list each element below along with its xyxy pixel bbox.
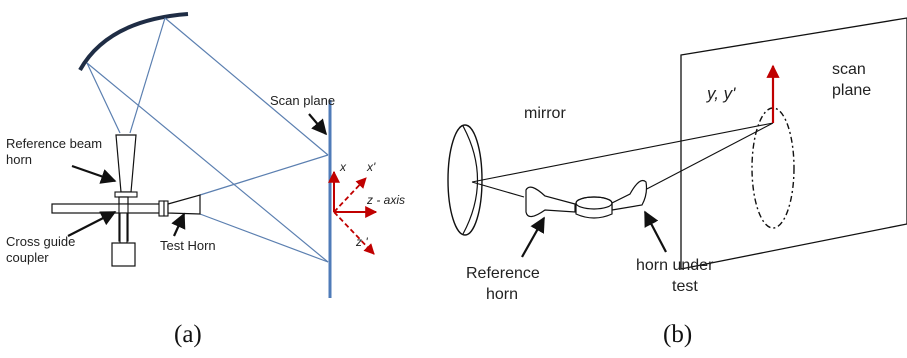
cross-guide-label-2: coupler: [6, 250, 49, 265]
coupler-body: [575, 203, 613, 219]
caption-b: (b): [663, 321, 692, 348]
scan-plane-label-b-2: plane: [832, 82, 871, 99]
coordinate-axes-a: [328, 170, 378, 255]
scan-plane-b: [680, 17, 907, 270]
horn-under-test-label-1: horn under: [636, 257, 714, 274]
lower-waveguide-stem: [119, 212, 128, 244]
test-horn-flange: [158, 200, 165, 217]
horn-under-test-pointer: [644, 210, 667, 253]
waveguide-load: [111, 242, 136, 267]
axis-x-label: x: [339, 160, 347, 174]
reference-beam-horn: [115, 134, 137, 193]
axis-y-label: y, y': [706, 84, 736, 103]
test-horn: [167, 194, 201, 215]
scan-plane-label-b-1: scan: [832, 61, 866, 78]
ray-lines: [86, 17, 329, 263]
mirror-label: mirror: [524, 105, 566, 122]
scan-plane-pointer: [308, 113, 327, 136]
cross-guide-label-1: Cross guide: [6, 234, 75, 249]
caption-a: (a): [174, 321, 202, 348]
horn-under-test: [611, 179, 648, 211]
cross-guide-pointer: [67, 211, 117, 237]
scan-plane-label: Scan plane: [270, 93, 335, 108]
reference-horn-label-1: Reference: [466, 265, 540, 282]
reference-horn-pointer: [71, 164, 117, 184]
axis-x-prime-arrow: [333, 177, 367, 213]
axis-z-prime-arrow: [333, 211, 375, 255]
reference-horn-pointer-b: [521, 216, 545, 258]
axis-x-prime-label: x': [366, 160, 376, 174]
horn-under-test-label-2: test: [672, 278, 698, 295]
test-horn-pointer: [171, 212, 186, 237]
reference-horn-label-2: horn: [486, 286, 518, 303]
reference-horn-flange: [114, 191, 138, 198]
panel-b: mirror scan plane y, y' Reference horn h…: [447, 17, 907, 348]
panel-a: Scan plane Reference beam horn Cross gui…: [6, 12, 405, 348]
reference-beam-horn-label-1: Reference beam: [6, 136, 102, 151]
reference-horn: [525, 186, 576, 218]
reflector-dish: [78, 12, 189, 71]
mirror-rim: [462, 125, 478, 235]
test-horn-label: Test Horn: [160, 238, 216, 253]
axis-z-prime-label: z ': [355, 235, 368, 249]
reference-beam-horn-label-2: horn: [6, 152, 32, 167]
ray-lines-b: [471, 122, 774, 198]
horizontal-waveguide: [51, 203, 161, 214]
axis-z-label: z - axis: [366, 193, 405, 207]
